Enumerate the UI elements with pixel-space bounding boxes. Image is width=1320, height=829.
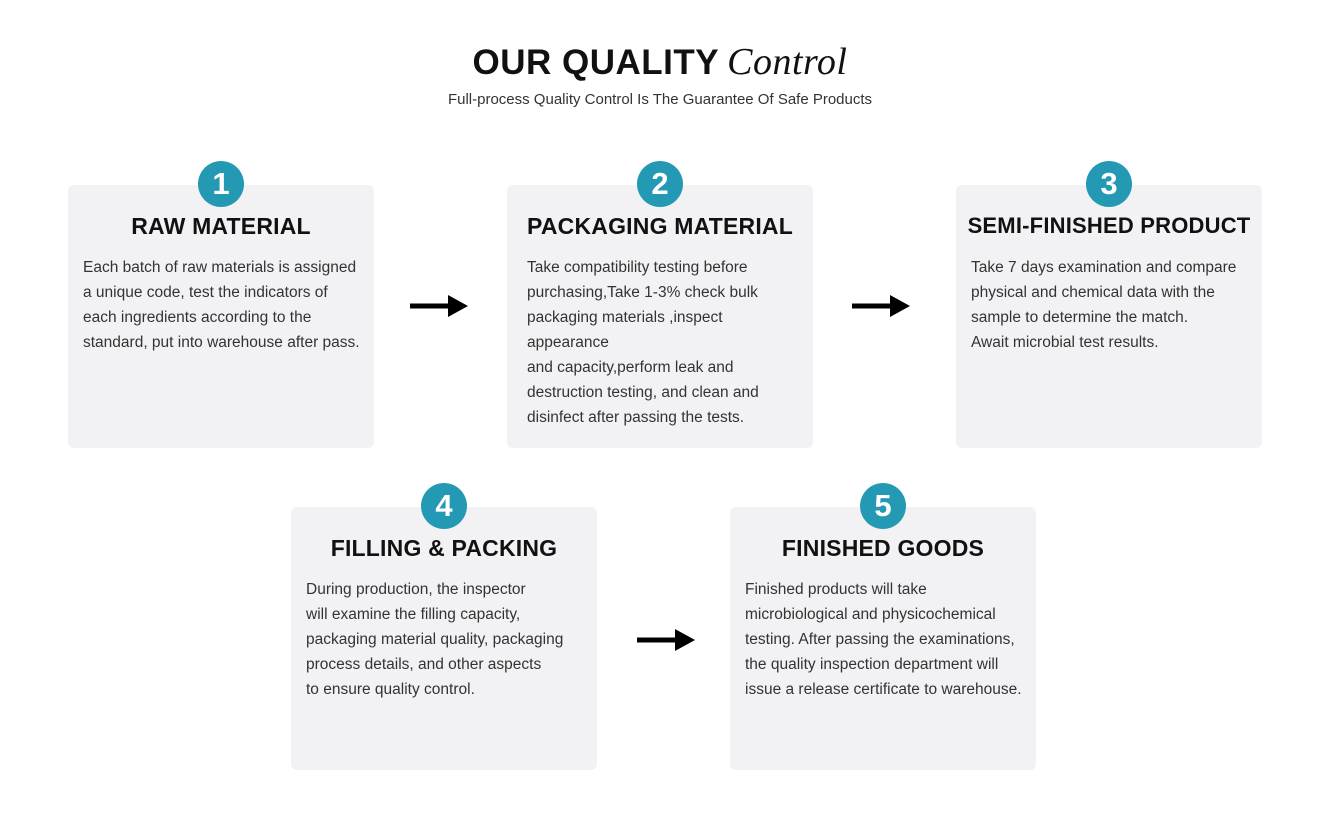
- step-description: Take 7 days examination and compare phys…: [971, 259, 1237, 351]
- page-subtitle: Full-process Quality Control Is The Guar…: [447, 91, 873, 108]
- arrow-right-icon: [852, 295, 910, 317]
- step-number-badge: 3: [1086, 161, 1132, 207]
- step-card-packaging-material: 2 PACKAGING MATERIAL Take compatibility …: [507, 161, 813, 448]
- step-card-semi-finished-product: 3 SEMI-FINISHED PRODUCT Take 7 days exam…: [956, 161, 1262, 448]
- step-number-badge: 5: [860, 483, 906, 529]
- title-bold-text: OUR QUALITY: [472, 43, 720, 82]
- arrow-right-icon: [410, 295, 468, 317]
- arrow-right-icon: [637, 629, 695, 651]
- step-card-finished-goods: 5 FINISHED GOODS Finished products will …: [730, 483, 1036, 770]
- step-title: RAW MATERIAL: [131, 213, 311, 239]
- step-card-raw-material: 1 RAW MATERIAL Each batch of raw materia…: [68, 161, 374, 448]
- step-description: During production, the inspector will ex…: [306, 581, 564, 698]
- step-number-badge: 2: [637, 161, 683, 207]
- step-number-badge: 4: [421, 483, 467, 529]
- step-description: Take compatibility testing before purcha…: [527, 259, 759, 426]
- step-title: SEMI-FINISHED PRODUCT: [967, 213, 1251, 238]
- step-description: Each batch of raw materials is assigned …: [83, 259, 360, 351]
- step-number-badge: 1: [198, 161, 244, 207]
- step-title: FINISHED GOODS: [781, 535, 985, 561]
- step-description: Finished products will take microbiologi…: [745, 581, 1022, 698]
- title-script-text: Control: [727, 41, 848, 83]
- step-card-filling-packing: 4 FILLING & PACKING During production, t…: [291, 483, 597, 770]
- step-title: FILLING & PACKING: [330, 535, 558, 561]
- step-title: PACKAGING MATERIAL: [527, 213, 793, 239]
